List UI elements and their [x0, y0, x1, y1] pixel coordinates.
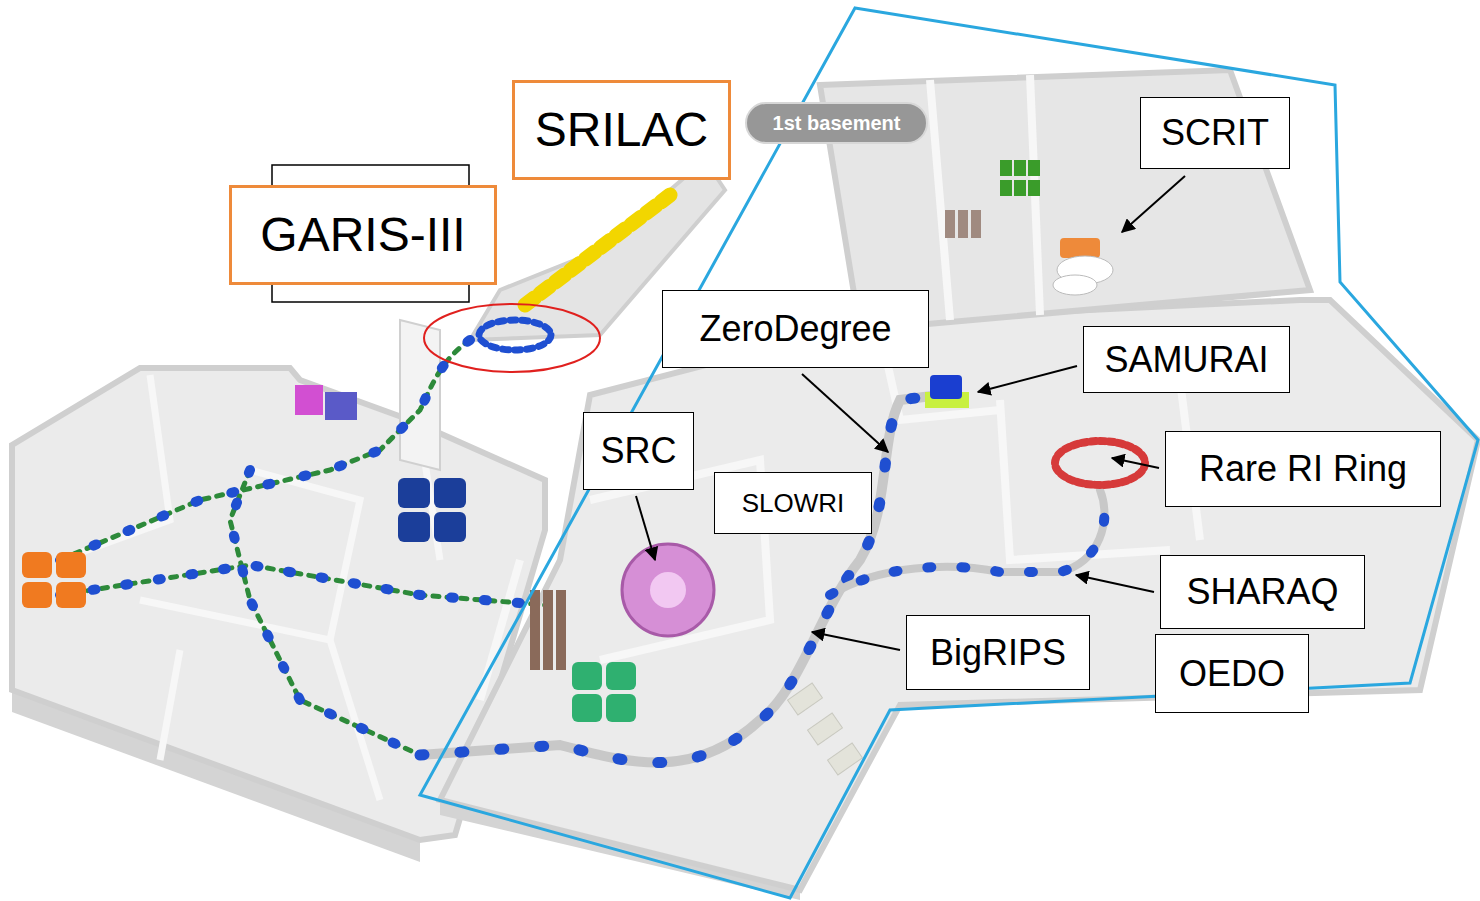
- facility-label: SAMURAI: [1083, 326, 1290, 393]
- label-text: SLOWRI: [742, 489, 845, 518]
- spectrometer-blocks: [788, 683, 863, 775]
- ion-source: [295, 385, 357, 420]
- label-text: SCRIT: [1161, 113, 1269, 153]
- label-text: SAMURAI: [1104, 340, 1268, 380]
- irc-cyclotron: [572, 662, 636, 722]
- blue-cyclotron: [398, 478, 466, 542]
- label-text: 1st basement: [773, 112, 901, 134]
- samurai-magnet: [925, 375, 969, 408]
- beam-line: [60, 195, 1145, 763]
- label-text: SRILAC: [535, 104, 708, 157]
- label-text: GARIS-III: [260, 209, 465, 262]
- label-text: SRC: [600, 431, 676, 471]
- facility-label: OEDO: [1155, 634, 1309, 713]
- facility-label: Rare RI Ring: [1165, 431, 1441, 507]
- highlight-ellipse: [424, 304, 600, 372]
- facility-label: BigRIPS: [906, 615, 1090, 690]
- facility-label: SCRIT: [1140, 97, 1290, 169]
- leader-arrow: [636, 176, 1185, 650]
- orange-cyclotron: [22, 552, 86, 608]
- facility-label: SRC: [583, 412, 694, 490]
- facility-label: ZeroDegree: [662, 290, 929, 368]
- label-text: BigRIPS: [930, 633, 1066, 673]
- label-text: Rare RI Ring: [1199, 449, 1407, 489]
- beam-dump: [530, 590, 566, 670]
- building-floor: [440, 300, 1478, 890]
- shield-blocks: [1000, 160, 1040, 196]
- building-wall: [400, 320, 440, 470]
- facility-label: SLOWRI: [714, 472, 872, 534]
- floor-tag: 1st basement: [745, 102, 928, 144]
- src-cyclotron: [622, 544, 714, 636]
- shield-blocks: [945, 210, 981, 238]
- ribf-outline: [420, 8, 1478, 898]
- facility-label: SRILAC: [512, 80, 731, 180]
- facility-label: GARIS-III: [229, 185, 497, 285]
- label-text: OEDO: [1179, 654, 1285, 694]
- scrit-device: [1053, 238, 1113, 295]
- label-text: ZeroDegree: [699, 309, 891, 349]
- facility-label: SHARAQ: [1160, 555, 1365, 629]
- label-text: SHARAQ: [1186, 572, 1338, 612]
